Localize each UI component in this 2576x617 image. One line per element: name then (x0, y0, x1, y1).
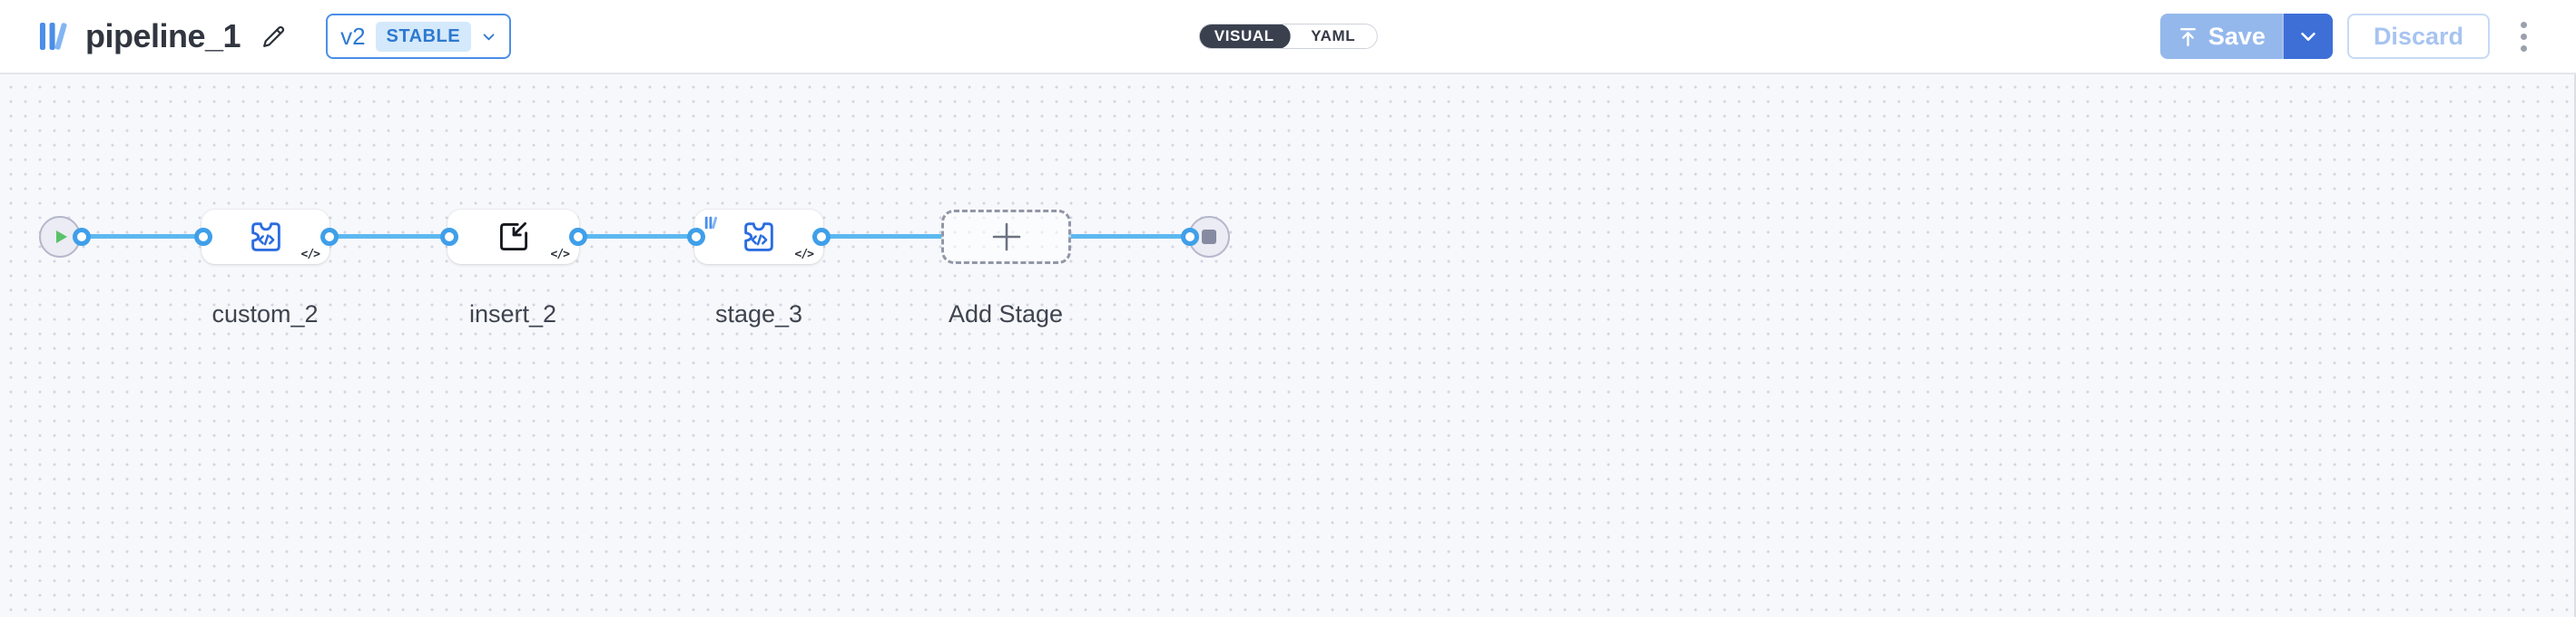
tab-yaml[interactable]: YAML (1290, 24, 1377, 48)
stage-node-stage_3[interactable]: </> (694, 210, 823, 264)
port-start-out[interactable] (73, 228, 91, 246)
add-stage-button[interactable] (941, 210, 1071, 264)
edge-add-stage-end (1068, 234, 1192, 239)
save-split-button: Save (2159, 14, 2333, 59)
edge-start-custom_2 (60, 234, 203, 239)
stage-label-custom_2: custom_2 (211, 300, 319, 328)
header-actions: Save Discard (2159, 14, 2532, 59)
stage-label-stage_3: stage_3 (714, 300, 803, 328)
pencil-icon (262, 25, 284, 47)
port-stage_3-out[interactable] (812, 228, 831, 246)
stage-label-insert_2: insert_2 (468, 300, 557, 328)
code-badge: </> (300, 248, 321, 261)
tab-visual[interactable]: VISUAL (1199, 24, 1291, 48)
library-logo-icon (39, 22, 67, 51)
port-custom_2-in[interactable] (194, 228, 212, 246)
edge-custom_2-insert_2 (329, 234, 449, 239)
save-button[interactable]: Save (2159, 14, 2282, 59)
version-label: v2 (340, 22, 366, 50)
upload-icon (2179, 27, 2196, 46)
version-selector[interactable]: v2 STABLE (326, 14, 512, 59)
plus-icon (992, 222, 1020, 251)
port-stage_3-in[interactable] (687, 228, 705, 246)
app-header: pipeline_1 v2 STABLE VISUAL YAML Save (0, 0, 2576, 74)
port-insert_2-in[interactable] (440, 228, 458, 246)
library-icon (704, 216, 718, 230)
port-end-in[interactable] (1181, 228, 1199, 246)
port-custom_2-out[interactable] (320, 228, 339, 246)
play-icon (56, 230, 67, 243)
add-stage-label: Add Stage (948, 300, 1064, 328)
save-button-label: Save (2207, 22, 2266, 50)
port-insert_2-out[interactable] (569, 228, 587, 246)
pipeline-canvas[interactable]: </> </> </> (0, 74, 2576, 617)
edit-title-button[interactable] (255, 18, 291, 54)
edge-insert_2-stage_3 (578, 234, 696, 239)
edge-stage_3-add-stage (821, 234, 943, 239)
chevron-down-icon (483, 33, 495, 40)
version-status-badge: STABLE (375, 21, 472, 52)
view-mode-toggle: VISUAL YAML (1198, 24, 1378, 49)
code-badge: </> (794, 248, 815, 261)
pipeline-start-node[interactable] (39, 216, 81, 258)
insert-icon (499, 221, 527, 251)
code-badge: </> (550, 248, 571, 261)
stop-icon (1202, 230, 1216, 244)
custom-code-puzzle-icon (251, 222, 280, 251)
stage-node-insert_2[interactable]: </> (447, 210, 579, 264)
discard-button[interactable]: Discard (2346, 14, 2490, 59)
chevron-down-icon (2301, 32, 2315, 41)
page-title: pipeline_1 (85, 17, 241, 54)
kebab-menu-icon (2521, 21, 2527, 28)
save-options-button[interactable] (2281, 14, 2333, 59)
stage-node-custom_2[interactable]: </> (202, 210, 329, 264)
more-options-button[interactable] (2515, 16, 2532, 57)
custom-code-puzzle-icon (744, 222, 773, 251)
